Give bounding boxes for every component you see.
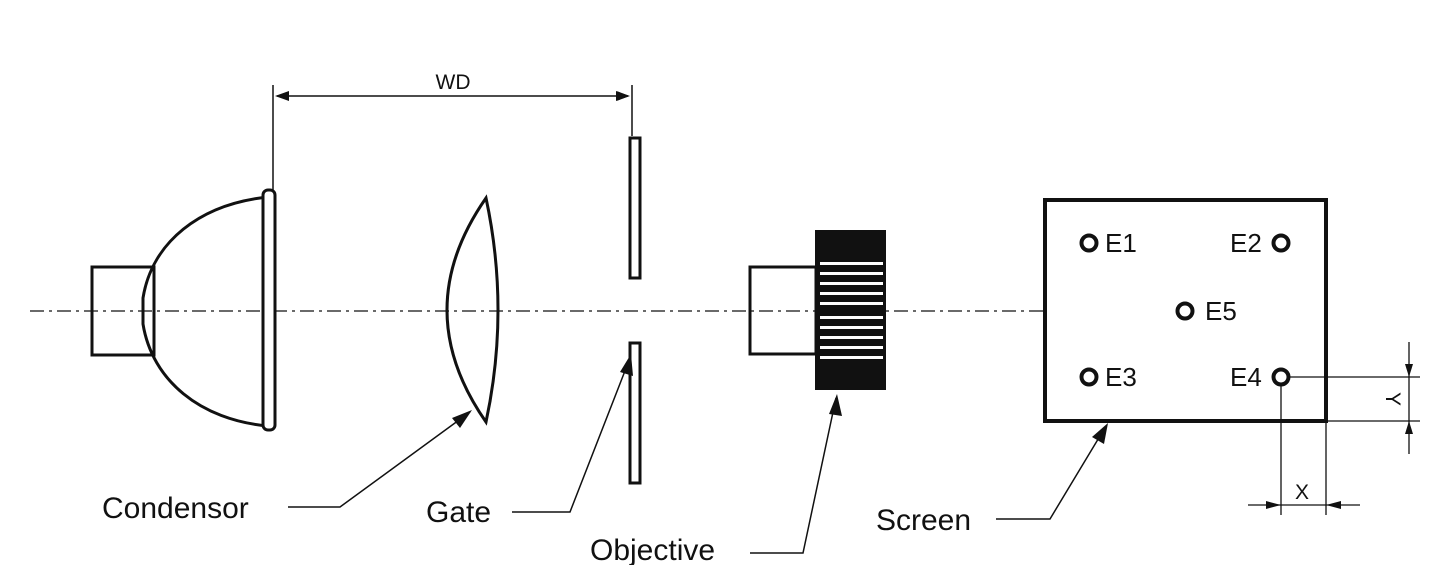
lamp-assembly <box>90 188 277 432</box>
wd-label: WD <box>436 71 471 94</box>
screen-assembly: E1 E2 E5 E3 E4 <box>1043 198 1328 423</box>
point-e4-label: E4 <box>1230 362 1262 392</box>
point-e5-marker <box>1175 301 1195 321</box>
y-dimension: Y <box>1288 342 1420 454</box>
point-e5-label: E5 <box>1205 296 1237 326</box>
lamp-base <box>90 265 156 357</box>
gate-callout: Gate <box>426 354 633 529</box>
point-e1-marker <box>1079 233 1099 253</box>
objective-knurling <box>820 262 883 359</box>
reflector-glass <box>261 188 277 432</box>
condensor-label: Condensor <box>102 492 249 525</box>
objective-knurled-barrel <box>815 230 886 390</box>
y-label: Y <box>1381 392 1404 406</box>
point-e1-label: E1 <box>1105 228 1137 258</box>
gate-label: Gate <box>426 496 491 529</box>
objective-callout: Objective <box>590 394 842 565</box>
point-e3-marker <box>1079 367 1099 387</box>
point-e4-marker <box>1271 367 1291 387</box>
point-e3-label: E3 <box>1105 362 1137 392</box>
screen-callout: Screen <box>876 423 1108 537</box>
objective-label: Objective <box>590 534 715 565</box>
x-dimension: X <box>1248 385 1360 515</box>
condensor-lens <box>445 194 500 426</box>
wd-dimension: WD <box>272 71 633 192</box>
gate-lower-plate <box>628 341 642 485</box>
point-e2-marker <box>1271 233 1291 253</box>
point-e2-label: E2 <box>1230 228 1262 258</box>
reflector <box>141 195 269 428</box>
gate-plates <box>628 136 642 485</box>
gate-upper-plate <box>628 136 642 280</box>
screen-label: Screen <box>876 504 971 537</box>
condensor-callout: Condensor <box>102 410 472 525</box>
objective-assembly <box>748 230 886 390</box>
screen-frame <box>1043 198 1328 423</box>
x-label: X <box>1295 481 1309 504</box>
